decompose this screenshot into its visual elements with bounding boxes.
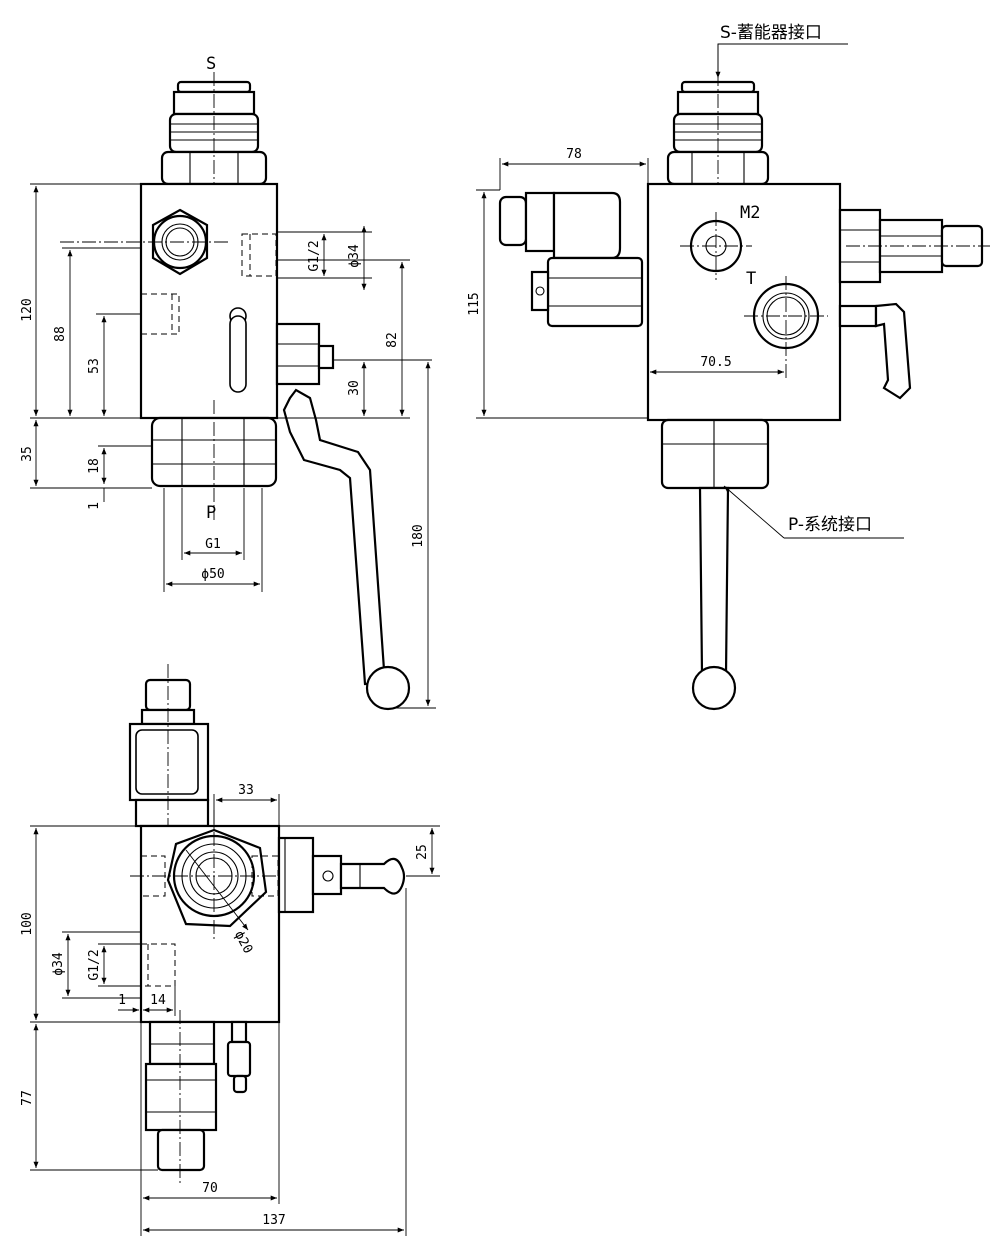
dim-77: 77 (20, 1090, 35, 1106)
port-m2-label: M2 (740, 203, 760, 223)
front-view-dimensions: S P 120 88 53 35 18 1 G1/2 ϕ34 (20, 54, 436, 709)
dim-g1: G1 (205, 537, 221, 552)
dim-30: 30 (347, 380, 362, 396)
dim-88: 88 (53, 326, 68, 342)
dim-78: 78 (566, 147, 582, 162)
dim-70-5: 70.5 (700, 355, 731, 370)
dim-phi34: ϕ34 (347, 244, 362, 268)
dim-g1-2: G1/2 (307, 240, 322, 271)
dim-25: 25 (415, 844, 430, 860)
bottom-view (128, 664, 406, 1184)
dim-120: 120 (20, 298, 35, 321)
dim-14: 14 (150, 993, 166, 1008)
dim-70: 70 (202, 1181, 218, 1196)
dim-33: 33 (238, 783, 254, 798)
dim-phi50: ϕ50 (201, 567, 224, 582)
callout-p: P-系统接口 (788, 515, 872, 535)
dim-phi34-bottom: ϕ34 (51, 952, 66, 976)
dim-1: 1 (87, 502, 102, 510)
dim-1-bottom: 1 (118, 993, 126, 1008)
port-t-label: T (746, 269, 756, 289)
callout-s: S-蓄能器接口 (720, 23, 822, 43)
front-view (60, 72, 411, 711)
dim-180: 180 (411, 524, 426, 547)
dim-82: 82 (385, 332, 400, 348)
dim-137: 137 (262, 1213, 285, 1228)
dim-35: 35 (20, 446, 35, 462)
dim-115: 115 (467, 292, 482, 315)
dim-18: 18 (87, 458, 102, 474)
dim-g1-2-bottom: G1/2 (87, 949, 102, 980)
dim-100: 100 (20, 912, 35, 935)
side-view-dimensions: M2 T S-蓄能器接口 P-系统接口 78 115 70.5 (467, 23, 904, 539)
dim-53: 53 (87, 358, 102, 374)
port-p-label: P (206, 503, 216, 523)
port-s-label: S (206, 54, 216, 74)
bottom-view-dimensions: 33 25 100 ϕ20 ϕ34 G1/2 1 14 77 (20, 783, 440, 1236)
side-view (498, 72, 990, 711)
